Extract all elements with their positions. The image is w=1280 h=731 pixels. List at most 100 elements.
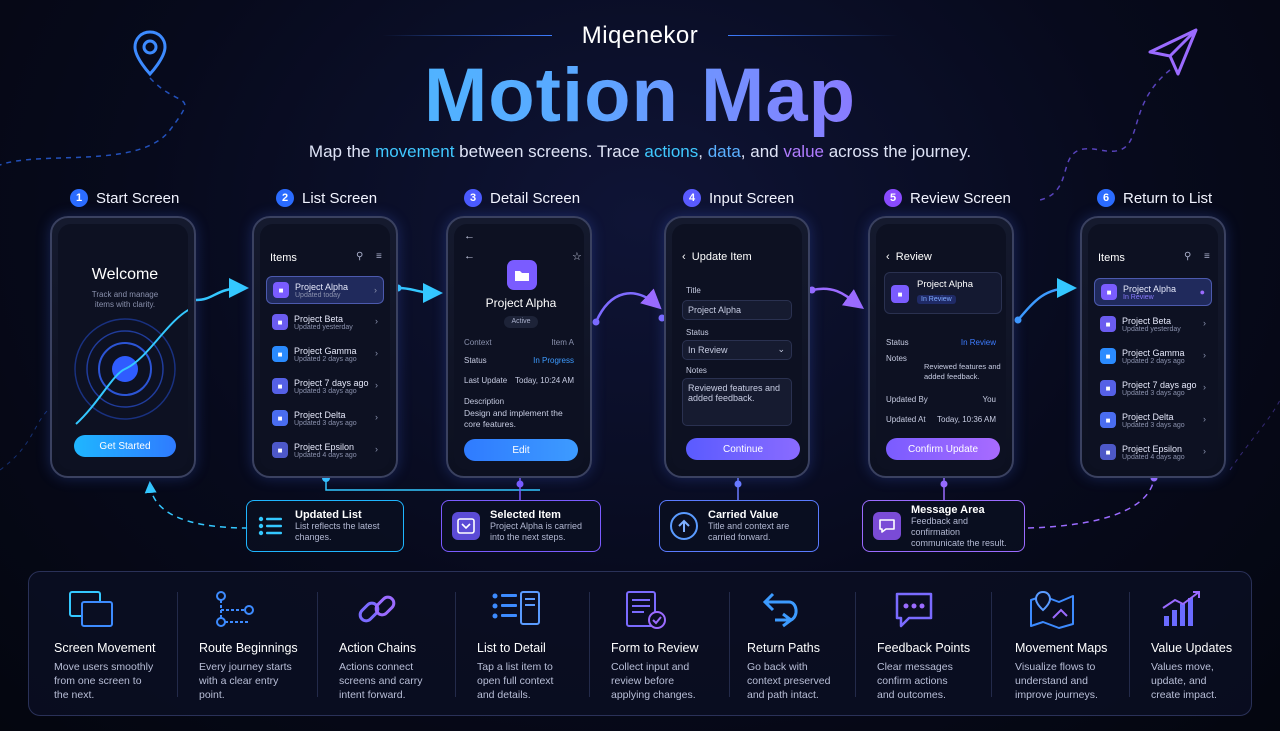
arrow-5-6 [1017,278,1077,321]
feature-title: Form to Review [611,641,699,655]
arrow-1-2 [195,278,249,302]
notes-text-1: Reviewed features and [688,383,781,393]
document-icon: ■ [272,410,288,426]
context-value: Item A [551,338,574,347]
header-text: Review [895,251,932,263]
edit-button[interactable]: Edit [464,439,578,461]
callout-text: Feedback and confirmation [911,515,969,537]
chevron-right-icon: › [375,444,378,454]
callout-text: carried forward. [708,532,771,542]
search-icon[interactable]: ⚲ [356,251,364,262]
header-text: Update Item [691,251,752,263]
brand-line-right [728,35,898,36]
brand-line-left [382,35,552,36]
phone-input-screen: ‹ Update Item Title Project Alpha Status… [664,216,810,478]
list-header: Items [270,252,297,264]
last-update-value: Today, 10:24 AM [515,376,574,385]
chat-icon [873,512,901,540]
item-title: Project 7 days ago [1122,379,1197,390]
document-icon: ■ [1100,444,1116,460]
location-pin-icon [133,30,167,77]
divider [177,592,178,697]
welcome-text-2: items with clarity. [94,300,156,309]
step-label-6: 6 Return to List [1097,188,1212,208]
chevron-right-icon: › [375,348,378,358]
back-arrow-icon[interactable]: ← [464,250,475,262]
ripple-graphic [74,309,188,425]
item-sub: Updated 3 days ago [294,387,357,395]
search-icon[interactable]: ⚲ [1184,251,1192,262]
callout-text: List reflects the latest [295,521,380,531]
callout-text: Project Alpha is carried [490,521,583,531]
chevron-right-icon: › [375,412,378,422]
item-title: Project Alpha [1123,283,1177,294]
divider [855,592,856,697]
item-sub: In Review [1123,293,1154,301]
description-label: Description [464,397,505,406]
title-field[interactable]: Project Alpha [682,300,792,320]
step-label-3: 3 Detail Screen [464,188,580,208]
back-arrow-icon[interactable]: ← [464,230,475,242]
updated-by-value: You [982,395,997,404]
status-select[interactable]: In Review ⌄ [682,340,792,360]
status-value: In Review [688,345,728,355]
notes-text-2: added feedback. [924,372,980,381]
divider [317,592,318,697]
menu-icon[interactable]: ≡ [1204,251,1210,262]
item-sub: Updated yesterday [1122,325,1181,333]
item-sub: Updated today [295,291,341,299]
page-subtitle: Map the movement between screens. Trace … [308,142,972,161]
description-text-2: core features. [464,419,516,429]
notes-text-1: Reviewed features and [924,362,1001,371]
review-header: ‹ Review [886,251,932,263]
item-title: Project Epsilon [294,441,355,452]
screens-icon [54,590,190,632]
continue-button[interactable]: Continue [686,438,800,460]
feature-title: Movement Maps [1015,641,1108,655]
step-number: 2 [276,189,294,207]
star-icon[interactable]: ☆ [572,251,582,263]
chevron-right-icon: › [1203,350,1206,360]
menu-icon[interactable]: ≡ [376,251,382,262]
item-sub: Updated 3 days ago [1122,389,1185,397]
callout-title: Carried Value [708,509,779,521]
folder-icon: ■ [273,282,289,298]
step-number: 1 [70,189,88,207]
confirm-update-button[interactable]: Confirm Update [886,438,1000,460]
brand-name: Miqenekor [581,22,699,49]
paper-plane-icon [1148,28,1198,76]
callout-carried-value: Carried Value Title and context are carr… [659,500,819,552]
get-started-button[interactable]: Get Started [74,435,176,457]
callout-text: into the next steps. [490,532,566,542]
review-card: ■ Project Alpha In Review [884,272,1002,314]
return-icon [747,590,883,632]
notes-field[interactable]: Reviewed features and added feedback. [682,378,792,426]
feature-title: Route Beginnings [199,641,298,655]
phone-start-screen: Welcome Track and manage items with clar… [50,216,196,478]
callout-text: changes. [295,532,332,542]
callout-connector-1 [325,478,540,491]
welcome-text-1: Track and manage [91,290,159,299]
chevron-right-icon: › [1203,382,1206,392]
